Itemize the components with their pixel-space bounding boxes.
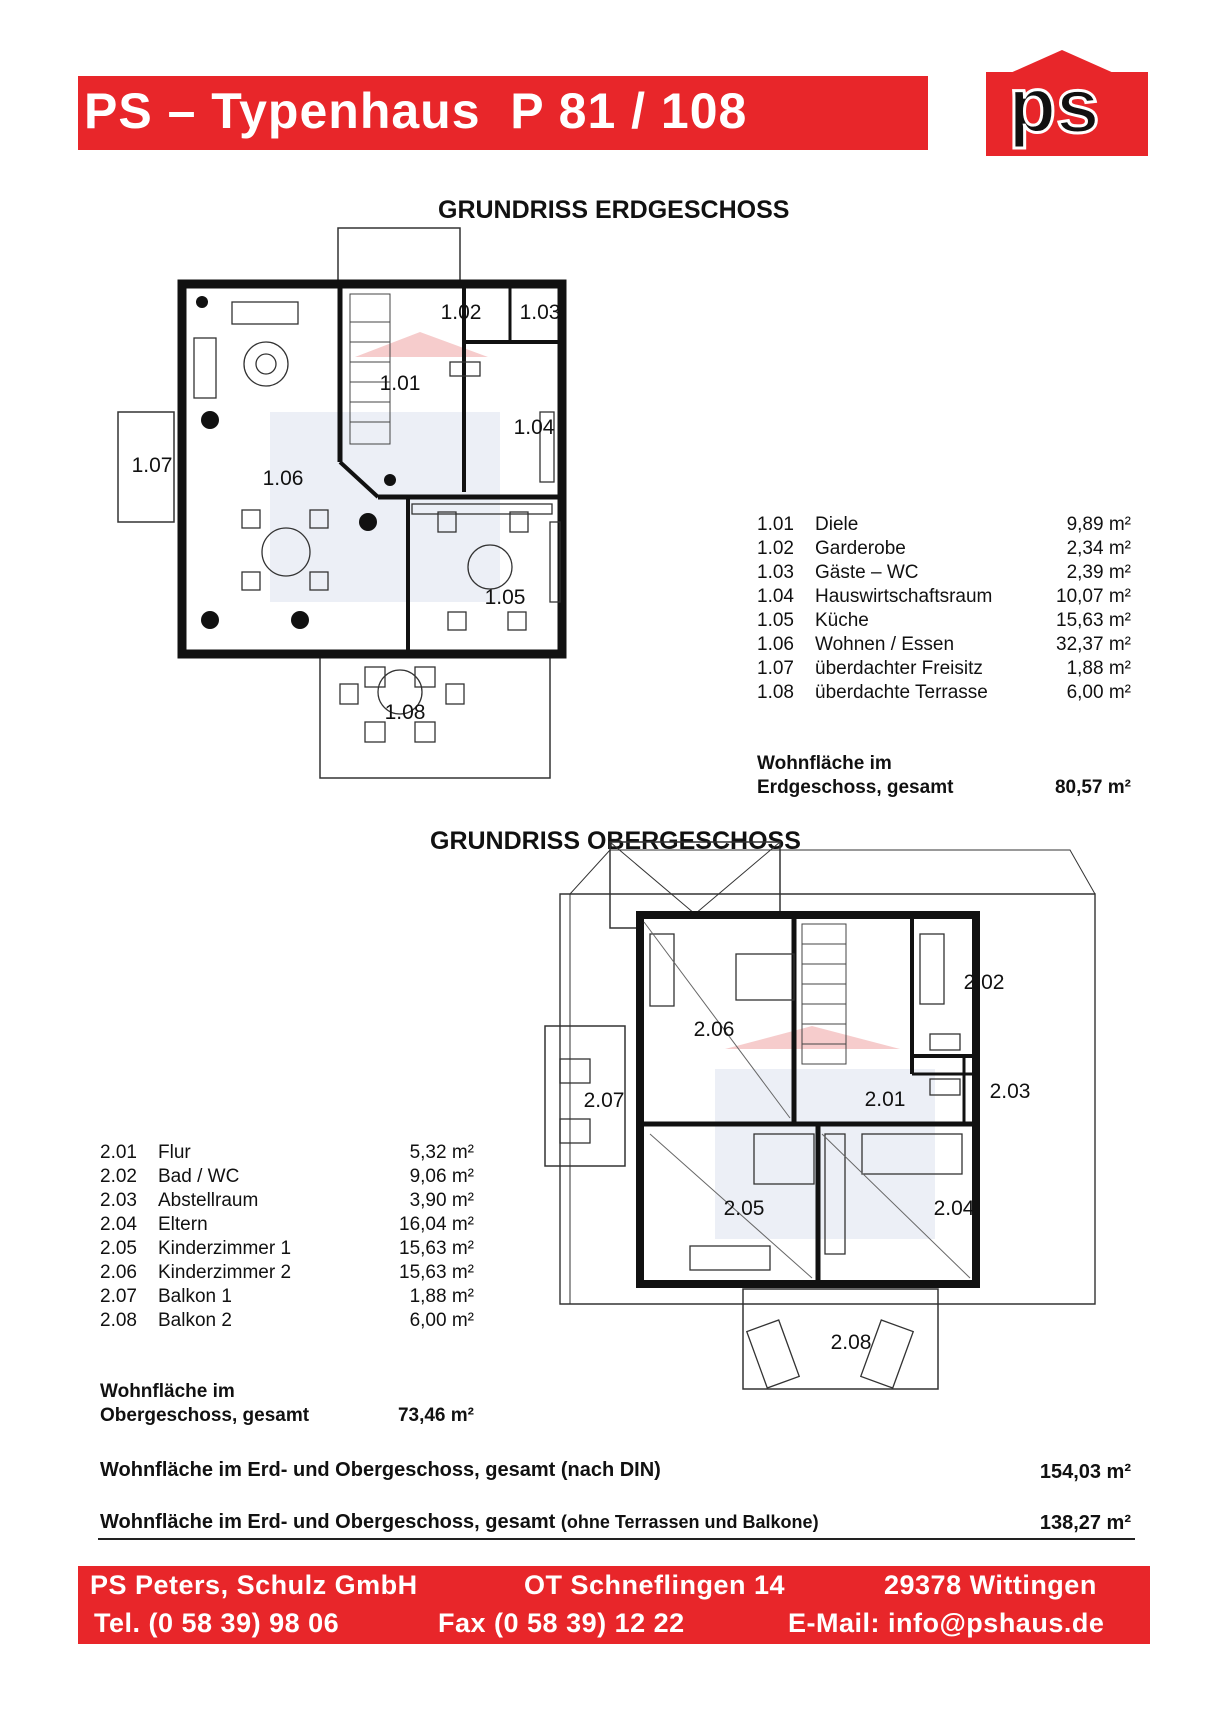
footer-fax: Fax (0 58 39) 12 22 bbox=[438, 1608, 685, 1638]
ground-floor-sum-label-1: Wohnfläche im bbox=[757, 753, 892, 774]
total-din-label: Wohnfläche im Erd- und Obergeschoss, ges… bbox=[100, 1459, 661, 1481]
label-2-02: 2.02 bbox=[964, 971, 1005, 994]
ground-floor-title: GRUNDRISS ERDGESCHOSS bbox=[438, 196, 790, 224]
label-1-02: 1.02 bbox=[441, 301, 482, 324]
total-net-label: Wohnfläche im Erd- und Obergeschoss, ges… bbox=[100, 1511, 819, 1534]
logo-lettering: ps bbox=[1008, 61, 1099, 149]
total-net-note: (ohne Terrassen und Balkone) bbox=[560, 1512, 819, 1532]
footer-email: E-Mail: info@pshaus.de bbox=[788, 1608, 1105, 1638]
total-din-value: 154,03 m² bbox=[1039, 1461, 1131, 1483]
label-1-03: 1.03 bbox=[520, 301, 561, 324]
footer-street: OT Schneflingen 14 bbox=[524, 1570, 786, 1600]
label-1-01: 1.01 bbox=[380, 372, 421, 395]
label-2-07: 2.07 bbox=[584, 1089, 625, 1112]
label-2-06: 2.06 bbox=[694, 1018, 735, 1041]
upper-floor-plan: 2.01 2.02 2.03 2.04 2.05 2.06 2.07 2.08 bbox=[544, 841, 1096, 1390]
upper-floor-sum-label-1: Wohnfläche im bbox=[100, 1381, 235, 1402]
label-1-07: 1.07 bbox=[132, 454, 173, 477]
footer-phone: Tel. (0 58 39) 98 06 bbox=[94, 1608, 340, 1638]
total-net-value: 138,27 m² bbox=[1039, 1512, 1131, 1534]
ps-logo: ps bbox=[986, 50, 1148, 156]
label-2-05: 2.05 bbox=[724, 1197, 765, 1220]
upper-floor-sum-value: 73,46 m² bbox=[397, 1405, 474, 1426]
page-title: PS – Typenhaus P 81 / 108 bbox=[84, 83, 748, 139]
label-2-01: 2.01 bbox=[865, 1088, 906, 1111]
label-1-04: 1.04 bbox=[514, 416, 555, 439]
ground-floor-plan: 1.01 1.02 1.03 1.04 1.05 1.06 1.07 1.08 bbox=[117, 227, 567, 779]
ground-floor-sum-label-2: Erdgeschoss, gesamt bbox=[757, 777, 954, 798]
upper-floor-sum-label-2: Obergeschoss, gesamt bbox=[100, 1405, 310, 1426]
total-net-label-main: Wohnfläche im Erd- und Obergeschoss, ges… bbox=[100, 1511, 556, 1533]
label-2-03: 2.03 bbox=[990, 1080, 1031, 1103]
header-banner bbox=[78, 76, 928, 150]
footer-city: 29378 Wittingen bbox=[884, 1570, 1097, 1600]
label-1-06: 1.06 bbox=[263, 467, 304, 490]
label-2-04: 2.04 bbox=[934, 1197, 975, 1220]
label-2-08: 2.08 bbox=[831, 1331, 872, 1354]
ground-floor-sum-value: 80,57 m² bbox=[1054, 777, 1131, 798]
footer-company: PS Peters, Schulz GmbH bbox=[90, 1570, 418, 1600]
divider bbox=[98, 1538, 1135, 1540]
label-1-08: 1.08 bbox=[385, 701, 426, 724]
label-1-05: 1.05 bbox=[485, 586, 526, 609]
footer-banner bbox=[78, 1566, 1150, 1644]
